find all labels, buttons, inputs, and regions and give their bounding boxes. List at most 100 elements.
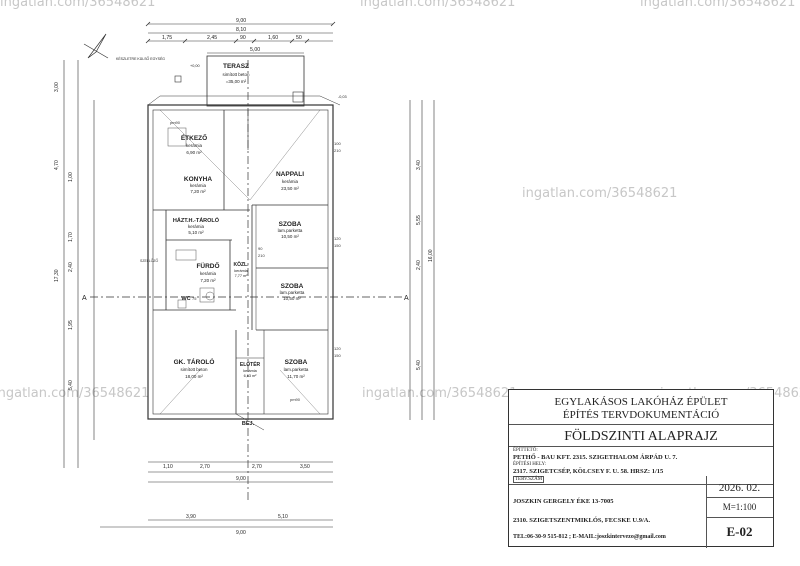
svg-text:lam.parketta: lam.parketta	[284, 367, 309, 372]
dim-left-7: 5,40	[68, 380, 74, 390]
left-dimensions	[63, 60, 95, 468]
watermark-top-mid: ingatlan.com/36548621	[360, 0, 516, 10]
right-dimension-text: 3,40 5,55 2,40 5,40 16,00	[416, 160, 434, 370]
svg-text:7,77 m²: 7,77 m²	[235, 274, 249, 278]
room-haztartasi: HÁZT.H.-TÁROLÓ	[173, 216, 220, 224]
floor-tags: pm90 pm90 100 210 120 150 120 150 90 210…	[140, 120, 341, 402]
watermark-center: ingatlan.com/36548621	[522, 186, 678, 201]
north-arrow-icon	[83, 33, 109, 59]
room-gk-tarolo: GK. TÁROLÓ	[174, 357, 215, 366]
dim-right-2: 5,55	[416, 215, 422, 225]
room-bej: BEJ.	[242, 421, 255, 427]
svg-text:18,00 m²: 18,00 m²	[185, 374, 203, 379]
room-labels: TERASZ simított beton =35,00 m² ÉTKEZŐ k…	[173, 63, 309, 427]
project-title-1: EGYLAKÁSOS LAKÓHÁZ ÉPÜLET	[554, 396, 728, 408]
room-furdo: FÜRDŐ	[196, 261, 219, 270]
dim-left-6: 1,95	[68, 320, 74, 330]
svg-text:lam.parketta: lam.parketta	[278, 228, 303, 233]
svg-text:75: 75	[192, 296, 197, 301]
dim-left-4: 1,70	[68, 232, 74, 242]
bottom-dimensions	[100, 461, 333, 528]
section-line	[90, 60, 405, 500]
dim-terrace: 5,00	[250, 47, 260, 53]
svg-text:kerámia: kerámia	[190, 183, 207, 188]
room-eloter: ELŐTÉR	[240, 360, 261, 368]
dim-top-5: 50	[296, 35, 302, 41]
dim-right-3: 2,40	[416, 260, 422, 270]
svg-text:210: 210	[258, 253, 265, 258]
room-terasz: TERASZ	[223, 63, 249, 70]
svg-text:pm90: pm90	[290, 397, 301, 402]
watermark-mid: ingatlan.com/36548621	[362, 386, 518, 401]
drawing-title: FÖLDSZINTI ALAPRAJZ	[564, 429, 718, 444]
room-wc: WC	[181, 296, 190, 302]
room-konyha: KONYHA	[184, 176, 212, 183]
fixtures	[167, 127, 215, 309]
watermark-top-left: ingatlan.com/36548621	[0, 0, 156, 10]
project-title-2: ÉPÍTÉS TERVDOKUMENTÁCIÓ	[562, 409, 720, 421]
svg-text:simított beton: simított beton	[180, 367, 208, 372]
dim-top-3: 90	[240, 35, 246, 41]
svg-text:+0,00: +0,00	[190, 64, 200, 68]
svg-text:5,10: 5,10	[278, 514, 288, 520]
chimney-note: KÉSZLETRE KÜLSŐ EGYSÉG	[116, 56, 165, 61]
dim-top-total: 9,00	[236, 18, 246, 24]
svg-text:150: 150	[334, 243, 341, 248]
terrace-outline	[206, 55, 305, 107]
svg-text:120: 120	[334, 236, 341, 241]
section-a-right: A	[404, 295, 409, 302]
svg-text:kerámia: kerámia	[234, 269, 248, 273]
svg-text:5,10 m²: 5,10 m²	[188, 230, 204, 235]
svg-text:3,50: 3,50	[300, 464, 310, 470]
title-block: EGYLAKÁSOS LAKÓHÁZ ÉPÜLET ÉPÍTÉS TERVDOK…	[508, 389, 774, 548]
svg-text:210: 210	[334, 148, 341, 153]
svg-text:SZELLŐZŐ: SZELLŐZŐ	[140, 258, 159, 263]
divider	[509, 446, 773, 447]
room-szoba-2: SZOBA	[281, 283, 304, 290]
svg-text:90: 90	[258, 246, 263, 251]
level-marks: +0,00 -0,03	[190, 64, 347, 99]
svg-text:150: 150	[334, 353, 341, 358]
svg-text:6,90 m²: 6,90 m²	[186, 150, 202, 155]
top-dimension-text: 9,00 8,10 1,75 2,45 90 1,60 50 5,00	[162, 18, 302, 53]
date: 2026. 02.	[718, 482, 761, 494]
svg-text:2,70: 2,70	[252, 464, 262, 470]
dim-left-3: 1,00	[68, 172, 74, 182]
svg-text:10,50 m²: 10,50 m²	[283, 296, 301, 301]
svg-text:kerámia: kerámia	[200, 271, 217, 276]
svg-text:-0,03: -0,03	[338, 95, 347, 99]
svg-text:11,70 m²: 11,70 m²	[287, 374, 305, 379]
dim-top-4: 1,60	[268, 35, 278, 41]
svg-text:120: 120	[334, 346, 341, 351]
svg-text:100: 100	[334, 141, 341, 146]
dim-left-5: 2,40	[68, 262, 74, 272]
scale: M=1:100	[722, 502, 757, 512]
svg-text:kerámia: kerámia	[282, 179, 299, 184]
watermark-left: ingatlan.com/36548621	[0, 386, 150, 401]
left-dimension-text: 3,00 4,70 17,30 1,00 1,70 2,40 1,95 5,40	[54, 82, 74, 390]
bottom-dimension-text: 1,10 2,70 2,70 3,50 9,00 3,90 5,10 9,00	[163, 464, 310, 536]
dim-left-total: 17,30	[54, 269, 60, 282]
divider	[509, 424, 773, 425]
site: 2317. SZIGETCSÉP, KÖLCSEY F. U. 58. HRSZ…	[513, 468, 664, 475]
room-nappali: NAPPALI	[276, 171, 304, 178]
right-dimensions	[409, 100, 435, 420]
room-szoba-1: SZOBA	[279, 221, 302, 228]
dim-left-2: 4,70	[54, 160, 60, 170]
svg-text:9,00: 9,00	[236, 530, 246, 536]
client: PETHŐ - BAU KFT. 2315. SZIGETHALOM ÁRPÁD…	[513, 454, 678, 461]
room-kozl: KÖZL.	[234, 261, 250, 268]
svg-text:7,20 m²: 7,20 m²	[200, 278, 216, 283]
svg-text:simított beton: simított beton	[222, 72, 250, 77]
sheet-number: E-02	[726, 524, 753, 539]
dim-right-total: 16,00	[428, 249, 434, 262]
dim-right-4: 5,40	[416, 360, 422, 370]
contact: TEL:06-30-9 515-812 ; E-MAIL:joszkinterv…	[513, 534, 666, 540]
dim-top-1: 1,75	[162, 35, 172, 41]
designer-address: 2310. SZIGETSZENTMIKLÓS, FECSKE U.9/A.	[513, 517, 651, 524]
svg-text:7,20 m²: 7,20 m²	[190, 189, 206, 194]
svg-text:kerámia: kerámia	[186, 143, 203, 148]
walls	[147, 95, 341, 431]
watermark-top-right: ingatlan.com/36548621	[640, 0, 796, 10]
